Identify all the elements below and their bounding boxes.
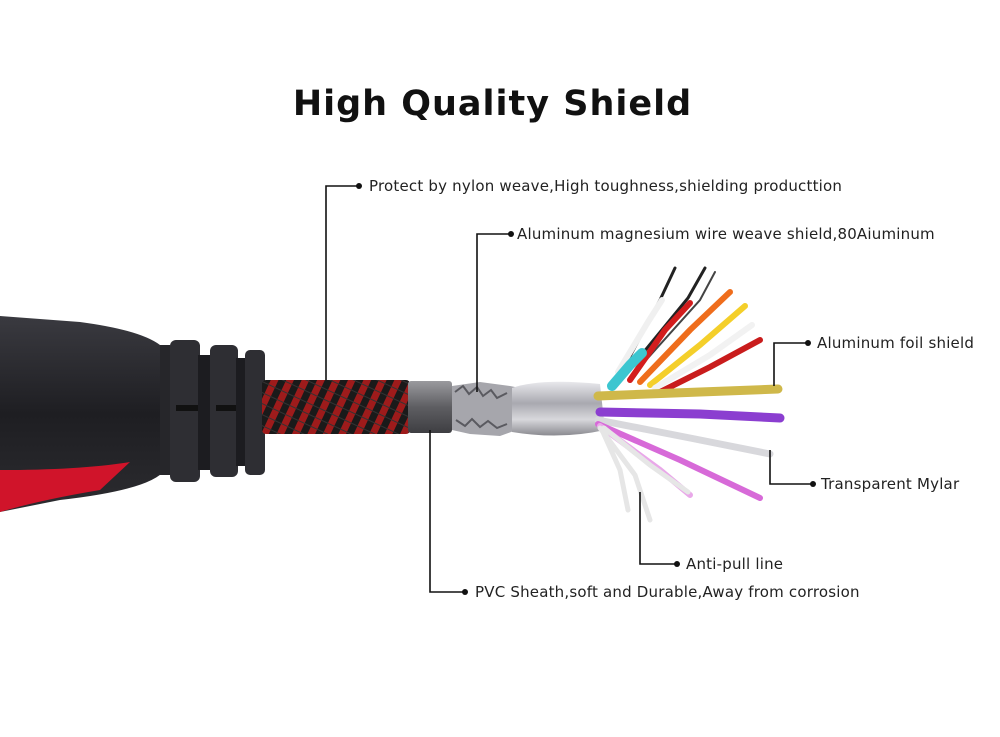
wire-cyan-pair xyxy=(607,348,647,391)
wire-gold-pair xyxy=(593,384,783,401)
inner-wires xyxy=(593,266,785,523)
wire-black-3 xyxy=(629,271,716,379)
wire-pink-1 xyxy=(595,421,763,501)
wire-yellow xyxy=(647,303,748,388)
metal-braid-shield xyxy=(452,382,522,436)
pvc-sheath xyxy=(408,381,452,433)
callout-transparent-mylar: Transparent Mylar xyxy=(821,475,960,493)
callout-aluminum-foil-shield: Aluminum foil shield xyxy=(817,334,975,352)
wire-white-1 xyxy=(615,297,665,375)
leader-dots xyxy=(356,183,816,595)
callout-pvc-sheath: PVC Sheath,soft and Durable,Away from co… xyxy=(475,583,860,601)
callout-metal-braid-shield: Aluminum magnesium wire weave shield,80A… xyxy=(517,225,935,243)
wire-orange xyxy=(637,289,733,385)
callout-nylon-weave: Protect by nylon weave,High toughness,sh… xyxy=(369,177,843,195)
wire-black-2 xyxy=(623,266,707,377)
anti-pull-fiber xyxy=(597,425,691,523)
aluminum-foil xyxy=(512,381,605,436)
strain-relief xyxy=(160,340,265,482)
wire-white-2 xyxy=(652,322,755,391)
callout-anti-pull-line: Anti-pull line xyxy=(686,555,784,573)
connector-housing xyxy=(0,316,165,512)
page-title: High Quality Shield xyxy=(292,84,693,124)
wire-red-1 xyxy=(627,300,693,383)
wire-clear-1 xyxy=(594,416,774,458)
wire-red-2 xyxy=(657,337,763,395)
leader-lines xyxy=(325,185,811,593)
nylon-braid xyxy=(262,380,410,434)
wire-purple-pair xyxy=(595,407,785,423)
